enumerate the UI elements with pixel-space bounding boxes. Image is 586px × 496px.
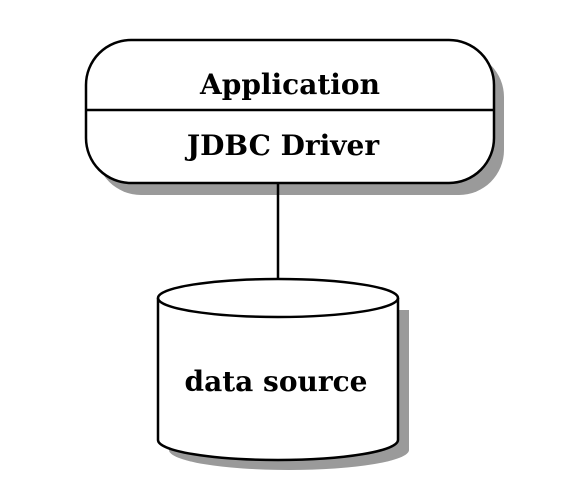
app-driver-box: Application JDBC Driver [84,38,504,195]
app-driver-box-outline [84,38,496,185]
datasource-body [156,298,400,462]
jdbc-driver-label: JDBC Driver [184,129,381,162]
data-source-label: data source [185,365,368,398]
datasource-cylinder: data source [156,277,409,470]
datasource-top [156,277,400,319]
application-label: Application [199,68,380,101]
